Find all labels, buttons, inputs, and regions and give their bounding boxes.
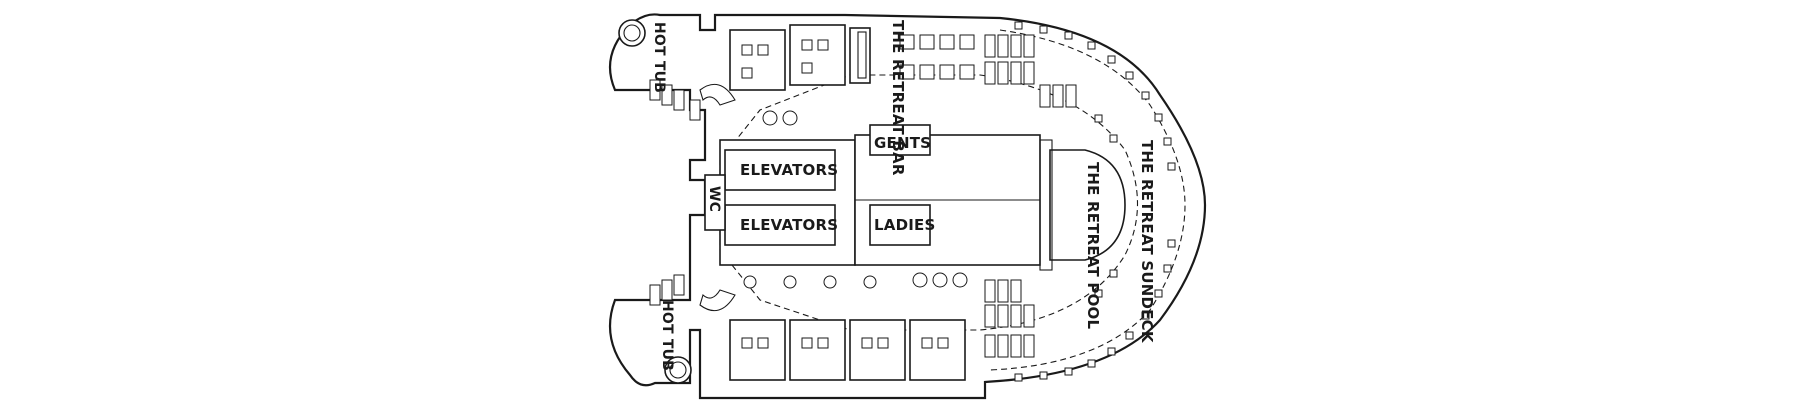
hot-tub-top [618, 19, 646, 47]
wc-room [704, 174, 726, 231]
perimeter-markers [1014, 21, 1176, 382]
label-ladies: LADIES [874, 216, 935, 234]
outer-deck-dash [989, 29, 1186, 371]
ladies-room [869, 204, 931, 246]
loungers-bottom [984, 279, 1035, 358]
label-wc: WC [706, 186, 722, 212]
elevator-bank-1 [724, 149, 836, 191]
bar-inner [857, 31, 867, 79]
loungers-left [649, 79, 701, 306]
gents-room [869, 124, 931, 156]
top-cabanas [729, 24, 846, 91]
label-hot-tub-top: HOT TUB [651, 22, 667, 93]
label-hot-tub-bottom: HOT TUB [659, 300, 675, 371]
elevator-bank-2 [724, 204, 836, 246]
retreat-pool [1049, 149, 1126, 261]
bottom-cabanas [729, 319, 966, 381]
loungers-top [984, 34, 1077, 108]
label-retreat-sundeck: THE RETREAT SUNDECK [1138, 140, 1156, 344]
label-gents: GENTS [874, 134, 931, 152]
retreat-bar-counter [849, 27, 871, 84]
hot-tub-bottom-inner [669, 361, 687, 379]
hot-tub-top-inner [623, 24, 641, 42]
table-grid [899, 34, 975, 80]
curved-bench-top [699, 83, 736, 106]
round-tables [743, 110, 968, 289]
label-retreat-bar: THE RETREAT BAR [889, 20, 907, 176]
label-elevators-1: ELEVATORS [740, 161, 838, 179]
pool-steps [1039, 139, 1053, 271]
label-retreat-pool: THE RETREAT POOL [1084, 162, 1102, 329]
label-elevators-2: ELEVATORS [740, 216, 838, 234]
curved-bench-bottom [699, 289, 736, 312]
hot-tub-bottom [664, 356, 692, 384]
